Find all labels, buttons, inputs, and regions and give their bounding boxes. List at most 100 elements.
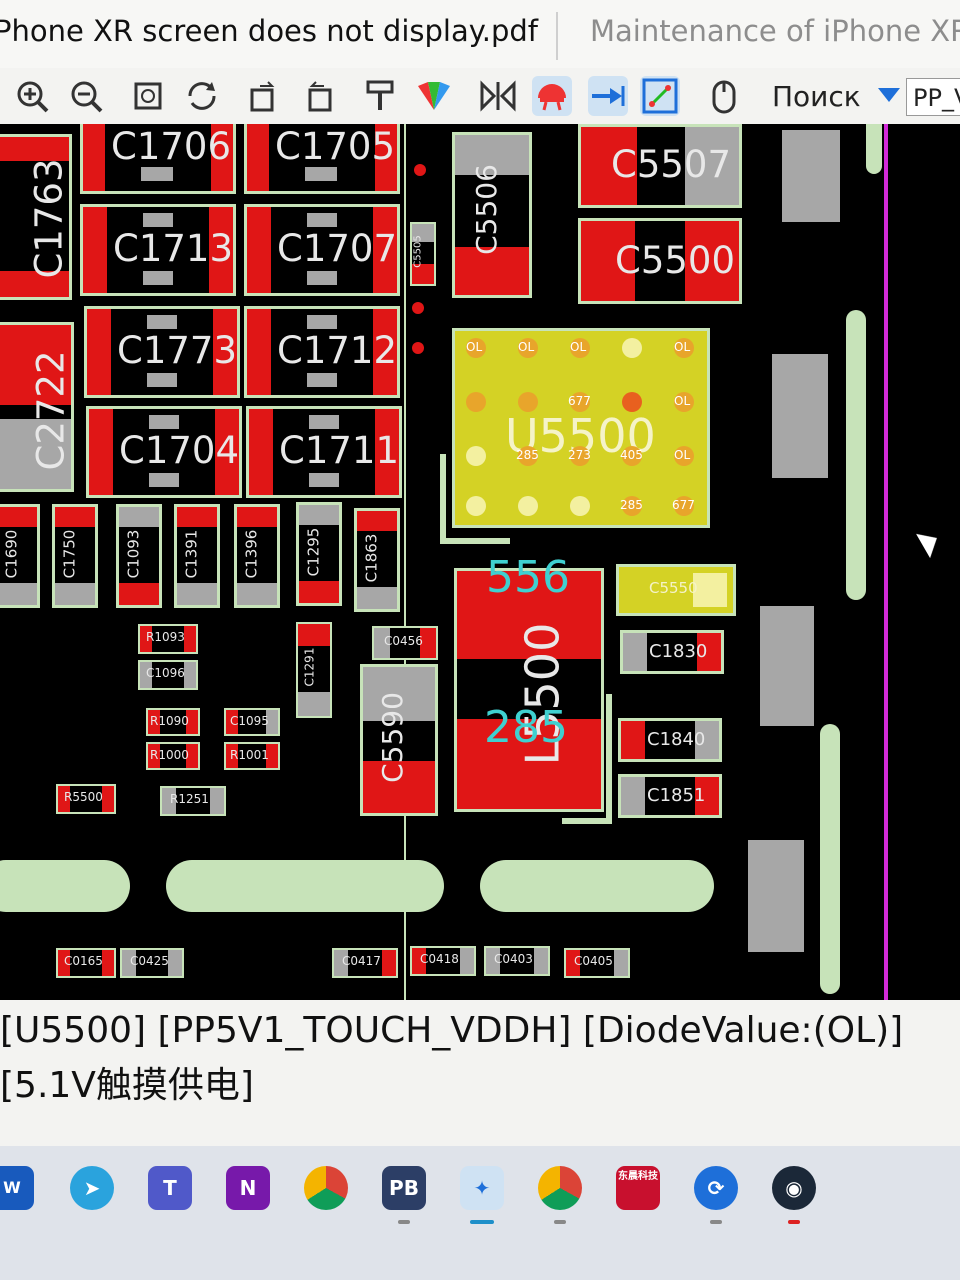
component-r5500[interactable]: R5500: [56, 784, 116, 814]
pin[interactable]: [466, 392, 486, 412]
teams-icon[interactable]: T: [148, 1166, 192, 1210]
component-c5505[interactable]: C5505: [410, 222, 436, 286]
search-dropdown-arrow-icon[interactable]: [878, 88, 900, 102]
pin[interactable]: OL: [674, 392, 694, 412]
pin[interactable]: 285: [620, 496, 643, 516]
component-c1396[interactable]: C1396: [234, 504, 280, 608]
component-c1295[interactable]: C1295: [296, 502, 342, 606]
pin[interactable]: OL: [518, 338, 538, 358]
pb-icon[interactable]: PB: [382, 1166, 426, 1210]
paint-icon[interactable]: [360, 76, 400, 116]
refresh-icon[interactable]: [182, 76, 222, 116]
board-canvas[interactable]: C1763 C1706 C1705 C1713 C1707 C2722: [0, 124, 960, 1000]
ic-corner-mark: [440, 454, 446, 544]
network-icon[interactable]: [640, 76, 680, 116]
tab-inactive-document[interactable]: Maintenance of iPhone XR: [590, 14, 960, 48]
component-c0456[interactable]: C0456: [372, 626, 438, 660]
component-c0418[interactable]: C0418: [410, 946, 476, 976]
component-c1712[interactable]: C1712: [244, 306, 400, 398]
sync-icon[interactable]: ⟳: [694, 1166, 738, 1210]
connector-pad: [748, 840, 804, 952]
zoom-in-icon[interactable]: [12, 76, 52, 116]
tab-active-document[interactable]: Phone XR screen does not display.pdf: [0, 14, 539, 48]
pin[interactable]: [466, 496, 486, 516]
chrome-icon[interactable]: [304, 1166, 348, 1210]
boardview-icon[interactable]: ✦: [460, 1166, 504, 1210]
component-c5500[interactable]: C5500: [578, 218, 742, 304]
pin[interactable]: [466, 446, 486, 466]
component-c1773[interactable]: C1773: [84, 306, 240, 398]
zoom-out-icon[interactable]: [66, 76, 106, 116]
label-c1711: C1711: [279, 429, 399, 472]
chrome-profile-icon[interactable]: [538, 1166, 582, 1210]
component-c1690[interactable]: C1690: [0, 504, 40, 608]
component-c0403[interactable]: C0403: [484, 946, 550, 976]
component-c1840[interactable]: C1840: [618, 718, 722, 762]
component-r1000[interactable]: R1000: [146, 742, 200, 770]
search-input[interactable]: PP_V: [906, 78, 960, 116]
label-c2722: C2722: [29, 350, 73, 471]
component-c5590[interactable]: C5590: [360, 664, 438, 816]
pin[interactable]: [518, 392, 538, 412]
component-r1093[interactable]: R1093: [138, 624, 198, 654]
component-c1763[interactable]: C1763: [0, 134, 72, 300]
rotate-right-icon[interactable]: [300, 76, 340, 116]
component-c1711[interactable]: C1711: [246, 406, 402, 498]
component-c0417[interactable]: C0417: [332, 948, 398, 978]
component-c1704[interactable]: C1704: [86, 406, 242, 498]
pin[interactable]: 285: [516, 446, 539, 466]
onenote-icon[interactable]: N: [226, 1166, 270, 1210]
component-c0165[interactable]: C0165: [56, 948, 116, 978]
pin[interactable]: OL: [570, 338, 590, 358]
component-r1090[interactable]: R1090: [146, 708, 200, 736]
fit-icon[interactable]: [128, 76, 168, 116]
pin[interactable]: 405: [620, 446, 643, 466]
component-c0405[interactable]: C0405: [564, 948, 630, 978]
component-c1391[interactable]: C1391: [174, 504, 220, 608]
mirror-icon[interactable]: [478, 76, 518, 116]
component-r1251[interactable]: R1251: [160, 786, 226, 816]
app-cn-icon[interactable]: 东晨科技: [616, 1166, 660, 1210]
pin[interactable]: 677: [568, 392, 591, 412]
inductor-corner-mark: [562, 818, 612, 824]
component-c5507[interactable]: C5507: [578, 124, 742, 208]
rotate-left-icon[interactable]: [244, 76, 284, 116]
component-c2722[interactable]: C2722: [0, 322, 74, 492]
pin[interactable]: [622, 392, 642, 412]
telegram-icon[interactable]: ➤: [70, 1166, 114, 1210]
component-c1713[interactable]: C1713: [80, 204, 236, 296]
net-value-label: 285: [484, 702, 568, 753]
component-c1707[interactable]: C1707: [244, 204, 400, 296]
pin[interactable]: [570, 496, 590, 516]
steam-icon[interactable]: ◉: [772, 1166, 816, 1210]
component-c1705[interactable]: C1705: [244, 124, 400, 194]
mouse-icon[interactable]: [704, 76, 744, 116]
component-c1095[interactable]: C1095: [224, 708, 280, 736]
component-c1093[interactable]: C1093: [116, 504, 162, 608]
component-l5500[interactable]: L5500: [454, 568, 604, 812]
component-c1291[interactable]: C1291: [296, 622, 332, 718]
component-c1830[interactable]: C1830: [620, 630, 724, 674]
pin[interactable]: OL: [466, 338, 486, 358]
running-indicator: [710, 1220, 722, 1224]
component-c1750[interactable]: C1750: [52, 504, 98, 608]
word-icon[interactable]: W: [0, 1166, 34, 1210]
component-c1851[interactable]: C1851: [618, 774, 722, 818]
edge-rail-middle: [846, 310, 866, 600]
pin[interactable]: 677: [672, 496, 695, 516]
component-r1001[interactable]: R1001: [224, 742, 280, 770]
pin[interactable]: OL: [674, 338, 694, 358]
component-icon[interactable]: [532, 76, 572, 116]
component-c1706[interactable]: C1706: [80, 124, 236, 194]
pin[interactable]: 273: [568, 446, 591, 466]
pin[interactable]: [622, 338, 642, 358]
component-c1863[interactable]: C1863: [354, 508, 400, 612]
color-icon[interactable]: [414, 76, 454, 116]
component-c0425[interactable]: C0425: [120, 948, 184, 978]
component-c5550[interactable]: C5550: [616, 564, 736, 616]
pin[interactable]: [518, 496, 538, 516]
pin[interactable]: OL: [674, 446, 694, 466]
pin-icon[interactable]: [588, 76, 628, 116]
component-c5506[interactable]: C5506: [452, 132, 532, 298]
component-c1096[interactable]: C1096: [138, 660, 198, 690]
